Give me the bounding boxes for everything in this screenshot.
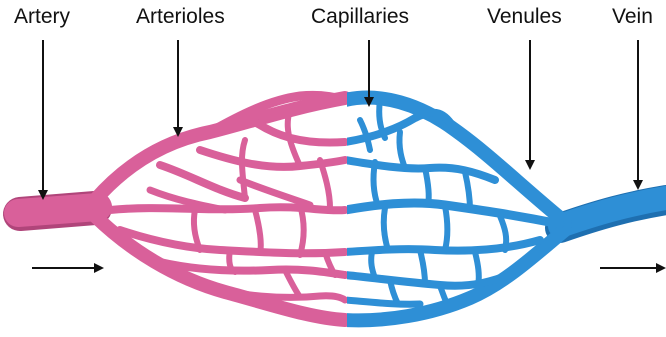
arterial-network	[18, 95, 345, 320]
venous-network	[345, 98, 666, 321]
